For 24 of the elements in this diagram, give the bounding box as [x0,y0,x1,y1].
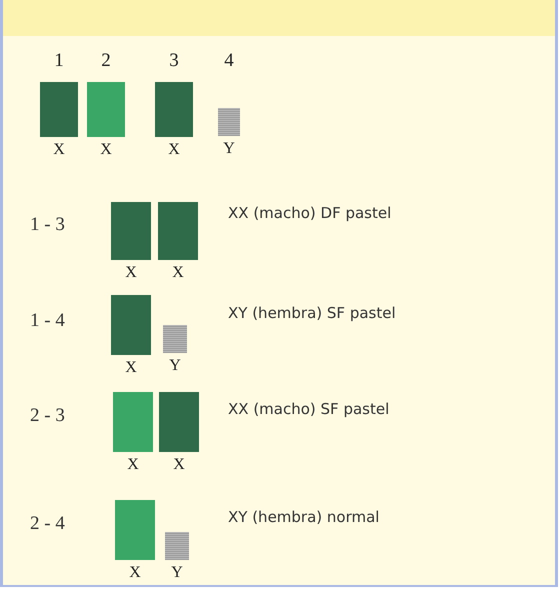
cross-label: 2 - 4 [30,513,65,535]
chromosome-label: Y [223,140,235,158]
chromosome-number: 2 [100,50,112,72]
chromosome-label: X [127,456,139,474]
cross-label: 1 - 4 [30,310,65,332]
result-description: XY (hembra) normal [228,508,380,526]
result-description: XX (macho) SF pastel [228,400,390,418]
chromosome-label: X [125,359,137,377]
chromosome-label: Y [169,357,181,375]
result-description: XX (macho) DF pastel [228,204,392,222]
cross-label: 1 - 3 [30,214,65,236]
result-description: XY (hembra) SF pastel [228,304,396,322]
chromosome-number: 4 [223,50,235,72]
chromosome-number: 1 [53,50,65,72]
chromosome-label: X [100,141,112,159]
chromosome-label: Y [171,564,183,582]
chromosome-label: X [168,141,180,159]
cross-label: 2 - 3 [30,405,65,427]
chromosome-label: X [129,564,141,582]
chromosome-number: 3 [168,50,180,72]
chromosome-label: X [53,141,65,159]
chromosome-label: X [125,264,137,282]
chromosome-label: X [173,456,185,474]
chromosome-label: X [172,264,184,282]
